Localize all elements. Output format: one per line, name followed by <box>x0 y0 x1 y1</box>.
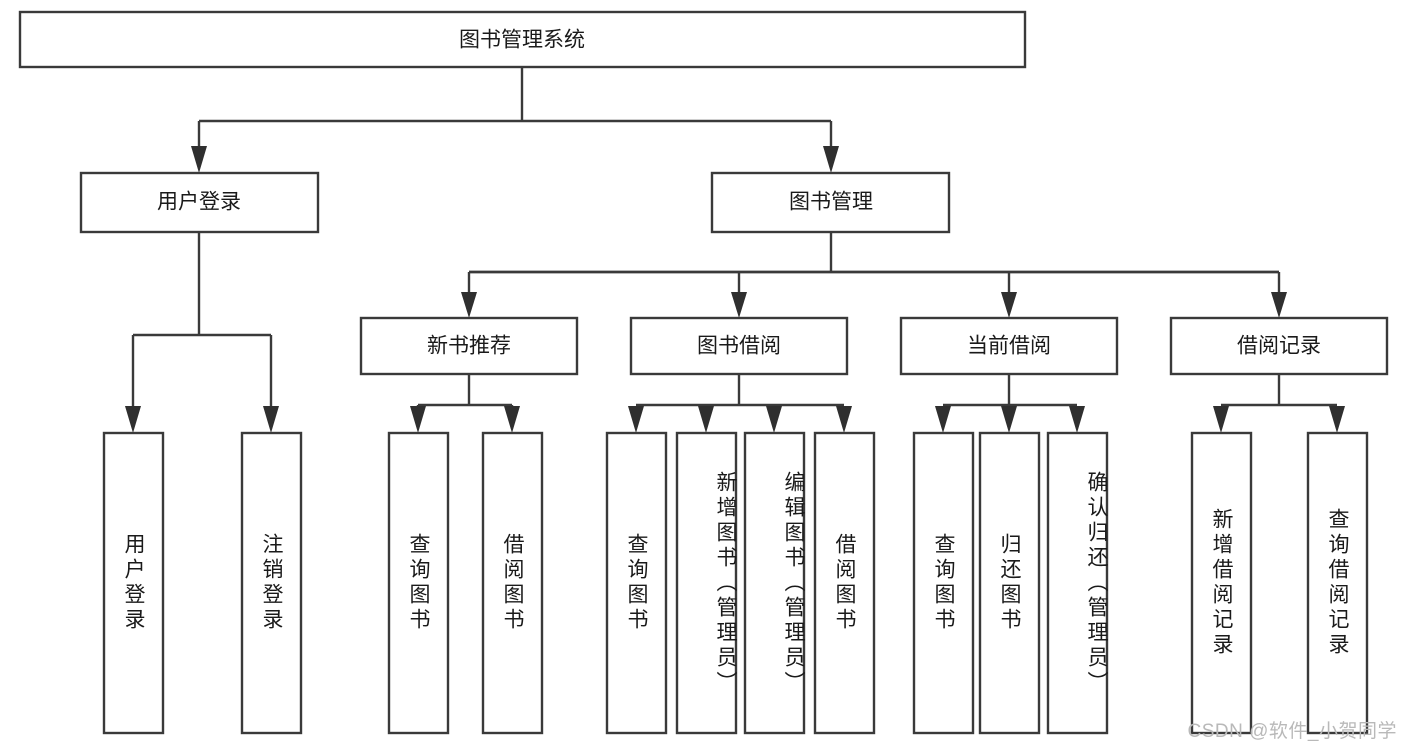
arrow-leaf-query-record <box>1329 406 1345 433</box>
node-leaf-query-record-box[interactable] <box>1306 431 1369 735</box>
node-root-box[interactable] <box>18 10 1027 69</box>
node-book-mgmt-label: 图书管理 <box>789 191 873 214</box>
arrow-leaf-add-book <box>698 406 714 433</box>
node-leaf-edit-book-label: 编辑图书（管理员） <box>782 470 805 696</box>
node-current-borrow-box[interactable] <box>899 316 1119 376</box>
node-leaf-query-record-label: 查询借阅记录 <box>1326 508 1349 658</box>
node-borrow-record-label: 借阅记录 <box>1237 335 1321 358</box>
arrow-leaf-logout-login <box>263 406 279 433</box>
node-leaf-borrow-book-1-box[interactable] <box>481 431 544 735</box>
node-book-mgmt-box[interactable] <box>710 171 951 234</box>
csdn-watermark: CSDN @软件_小贺同学 <box>1187 721 1397 742</box>
node-user-login-label: 用户登录 <box>157 191 241 214</box>
arrow-user-login <box>191 146 207 173</box>
node-leaf-edit-book-box[interactable] <box>743 431 806 735</box>
node-leaf-add-book-label: 新增图书（管理员） <box>714 470 737 696</box>
arrow-leaf-query-book-2 <box>628 406 644 433</box>
node-leaf-borrow-book-2-label: 借阅图书 <box>833 533 856 633</box>
node-leaf-logout-login-label: 注销登录 <box>260 533 283 633</box>
node-root-label: 图书管理系统 <box>459 29 585 52</box>
node-leaf-add-book-box[interactable] <box>675 431 738 735</box>
node-leaf-return-book-box[interactable] <box>978 431 1041 735</box>
node-leaf-confirm-return-box[interactable] <box>1046 431 1109 735</box>
arrow-leaf-borrow-book-1 <box>504 406 520 433</box>
arrow-leaf-user-login <box>125 406 141 433</box>
node-leaf-borrow-book-2-box[interactable] <box>813 431 876 735</box>
arrow-current-borrow <box>1001 292 1017 318</box>
node-book-borrow-label: 图书借阅 <box>697 335 781 358</box>
node-leaf-query-book-3-label: 查询图书 <box>932 533 955 633</box>
arrow-leaf-add-record <box>1213 406 1229 433</box>
node-leaf-user-login-box[interactable] <box>102 431 165 735</box>
node-leaf-query-book-1-label: 查询图书 <box>407 533 430 633</box>
node-leaf-return-book-label: 归还图书 <box>998 533 1021 633</box>
node-leaf-query-book-2-box[interactable] <box>605 431 668 735</box>
arrow-leaf-return-book <box>1001 406 1017 433</box>
node-borrow-record-box[interactable] <box>1169 316 1389 376</box>
arrow-new-book-recommend <box>461 292 477 318</box>
arrow-leaf-confirm-return <box>1069 406 1085 433</box>
node-leaf-user-login-label: 用户登录 <box>122 533 145 633</box>
node-leaf-add-record-label: 新增借阅记录 <box>1210 508 1233 658</box>
node-user-login-box[interactable] <box>79 171 320 234</box>
node-leaf-query-book-2-label: 查询图书 <box>625 533 648 633</box>
node-leaf-confirm-return-label: 确认归还（管理员） <box>1085 470 1108 696</box>
node-new-book-recommend-label: 新书推荐 <box>427 335 511 358</box>
arrow-leaf-query-book-3 <box>935 406 951 433</box>
arrow-leaf-edit-book <box>766 406 782 433</box>
node-leaf-add-record-box[interactable] <box>1190 431 1253 735</box>
arrow-leaf-query-book-1 <box>410 406 426 433</box>
arrow-book-borrow <box>731 292 747 318</box>
arrow-book-mgmt <box>823 146 839 173</box>
node-new-book-recommend-box[interactable] <box>359 316 579 376</box>
node-book-borrow-box[interactable] <box>629 316 849 376</box>
node-current-borrow-label: 当前借阅 <box>967 335 1051 358</box>
node-leaf-logout-login-box[interactable] <box>240 431 303 735</box>
node-leaf-borrow-book-1-label: 借阅图书 <box>501 533 524 633</box>
node-leaf-query-book-3-box[interactable] <box>912 431 975 735</box>
arrow-leaf-borrow-book-2 <box>836 406 852 433</box>
arrow-borrow-record <box>1271 292 1287 318</box>
node-leaf-query-book-1-box[interactable] <box>387 431 450 735</box>
